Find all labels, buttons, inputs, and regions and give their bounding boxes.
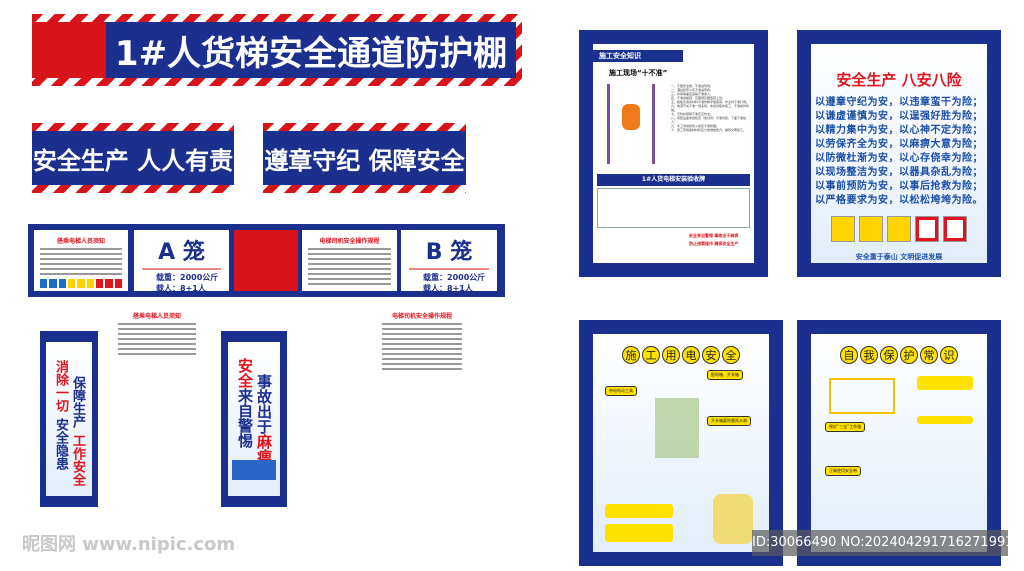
banner-red-block bbox=[32, 22, 106, 78]
prohibition-icon bbox=[943, 216, 967, 242]
warning-icon bbox=[887, 216, 911, 242]
workers-illustration bbox=[713, 494, 753, 544]
floating-notice-title: 搭乘电梯人员须知 bbox=[132, 313, 181, 320]
cage-b-load: 载重：2000公斤 bbox=[423, 273, 486, 282]
board-title: 1#人货电梯安装验收牌 bbox=[597, 174, 750, 186]
warning-icon bbox=[859, 216, 883, 242]
floating-rules-title: 电梯司机安全操作规程 bbox=[391, 313, 452, 320]
floating-notice: 搭乘电梯人员须知 bbox=[112, 311, 202, 358]
vb1-red: 消除一切 bbox=[53, 360, 68, 412]
notice-title: 搭乘电梯人员须知 bbox=[56, 238, 105, 245]
rules-text bbox=[302, 248, 397, 285]
cage-a-people: 载人：8+1人 bbox=[156, 284, 206, 293]
electric-title: 施工用电安全 bbox=[593, 344, 769, 364]
poster-eight-safety: 安全生产 八安八险 以遵章守纪为安，以违章蛮干为险；以谦虚谨慎为安，以逞强好胜为… bbox=[797, 30, 1001, 277]
rules-title: 电梯司机安全操作规程 bbox=[319, 238, 380, 245]
site-watermark: 昵图网 www.nipic.com bbox=[22, 534, 236, 555]
illustration bbox=[232, 460, 276, 480]
cage-a-label: A 笼 bbox=[158, 240, 205, 265]
slogan-banner-left: 安全生产 人人有责 bbox=[32, 123, 234, 193]
main-banner: 1#人货梯安全通道防护棚 bbox=[32, 14, 522, 86]
vb2-blue2: 事故出于 bbox=[255, 374, 273, 434]
selfprotect-title: 自我保护常识 bbox=[811, 344, 987, 364]
tip-box bbox=[605, 504, 673, 518]
cage-b-panel: B 笼 载重：2000公斤 载人：8+1人 bbox=[401, 230, 497, 293]
notice-text bbox=[34, 248, 128, 275]
vb1-blue2: 保障生产 bbox=[70, 376, 85, 428]
eight-title: 安全生产 八安八险 bbox=[836, 71, 962, 89]
floating-rules: 电梯司机安全操作规程 bbox=[376, 311, 468, 373]
warning-signs bbox=[811, 216, 987, 242]
electric-label: 配电箱、开关箱 bbox=[707, 370, 743, 380]
workers-illustration bbox=[829, 378, 895, 414]
poster-electric-safety: 施工用电安全 带电电动工具 配电箱、开关箱 开关箱要防雷雨水淋 bbox=[579, 320, 783, 566]
rules-panel: 电梯司机安全操作规程 bbox=[302, 230, 397, 291]
tip-box bbox=[917, 416, 973, 424]
selfprotect-label: 做好“三宝”工作服 bbox=[825, 422, 866, 432]
selfprotect-label: 正确使用安全带 bbox=[825, 466, 861, 476]
slogan-right-text: 遵章守纪 保障安全 bbox=[263, 131, 466, 185]
cage-a-load: 载重：2000公斤 bbox=[156, 273, 219, 282]
vb2-red: 安全 bbox=[236, 358, 254, 388]
board-slogans: 安全来自警惕 事故出于麻痹防止违章操作 确保安全生产 bbox=[689, 233, 739, 246]
cage-b-people: 载人：8+1人 bbox=[423, 284, 473, 293]
main-banner-title: 1#人货梯安全通道防护棚 bbox=[106, 22, 516, 78]
vb1-blue: 安全隐患 bbox=[53, 418, 68, 470]
scaffold-illustration bbox=[607, 84, 655, 164]
red-panel bbox=[234, 230, 298, 291]
warning-icon bbox=[831, 216, 855, 242]
knowledge-header: 施工安全知识 bbox=[593, 50, 683, 62]
cage-a-panel: A 笼 载重：2000公斤 载人：8+1人 bbox=[134, 230, 229, 293]
cage-b-label: B 笼 bbox=[425, 240, 473, 265]
tip-box bbox=[917, 376, 973, 390]
id-watermark: ID:30066490 NO:20240429171627199102 bbox=[752, 530, 1024, 556]
ten-rules: 一、不戴安全帽，不准进现场；二、酒后和带小孩不准进现场；三、井架等垂直运输不准乘… bbox=[671, 84, 750, 132]
vb2-red2: 麻痹 bbox=[255, 434, 273, 464]
poster-self-protection: 自我保护常识 做好“三宝”工作服 正确使用安全带 bbox=[797, 320, 1001, 566]
electric-illustration bbox=[655, 398, 699, 458]
electric-label: 带电电动工具 bbox=[605, 386, 637, 396]
worker-figure bbox=[622, 104, 640, 130]
vb2-blue: 来自警惕 bbox=[236, 388, 254, 448]
eight-footer: 安全重于泰山 文明促进发展 bbox=[855, 253, 943, 261]
notice-panel: 搭乘电梯人员须知 bbox=[34, 230, 128, 291]
board-table bbox=[597, 188, 750, 228]
tip-box bbox=[605, 524, 673, 542]
prohibition-icon bbox=[915, 216, 939, 242]
eight-lines: 以遵章守纪为安，以违章蛮干为险；以谦虚谨慎为安，以逞强好胜为险；以精力集中为安，… bbox=[815, 97, 983, 206]
electric-label: 开关箱要防雷雨水淋 bbox=[707, 416, 751, 426]
slogan-left-text: 安全生产 人人有责 bbox=[32, 131, 234, 185]
poster-knowledge: 施工安全知识 施工现场“十不准” 一、不戴安全帽，不准进现场；二、酒后和带小孩不… bbox=[579, 30, 768, 277]
vertical-banner-1: 消除一切安全隐患 保障生产工作安全 bbox=[40, 331, 98, 507]
sign-icons bbox=[40, 279, 122, 288]
cage-strip: 搭乘电梯人员须知 A 笼 载重：2000公斤 载人：8+1人 电梯司机安全操作规… bbox=[28, 224, 505, 297]
slogan-banner-right: 遵章守纪 保障安全 bbox=[263, 123, 466, 193]
knowledge-subtitle: 施工现场“十不准” bbox=[609, 69, 668, 77]
vb1-red2: 工作安全 bbox=[70, 434, 85, 486]
vertical-banner-2: 安全来自警惕 事故出于麻痹 bbox=[221, 331, 287, 507]
